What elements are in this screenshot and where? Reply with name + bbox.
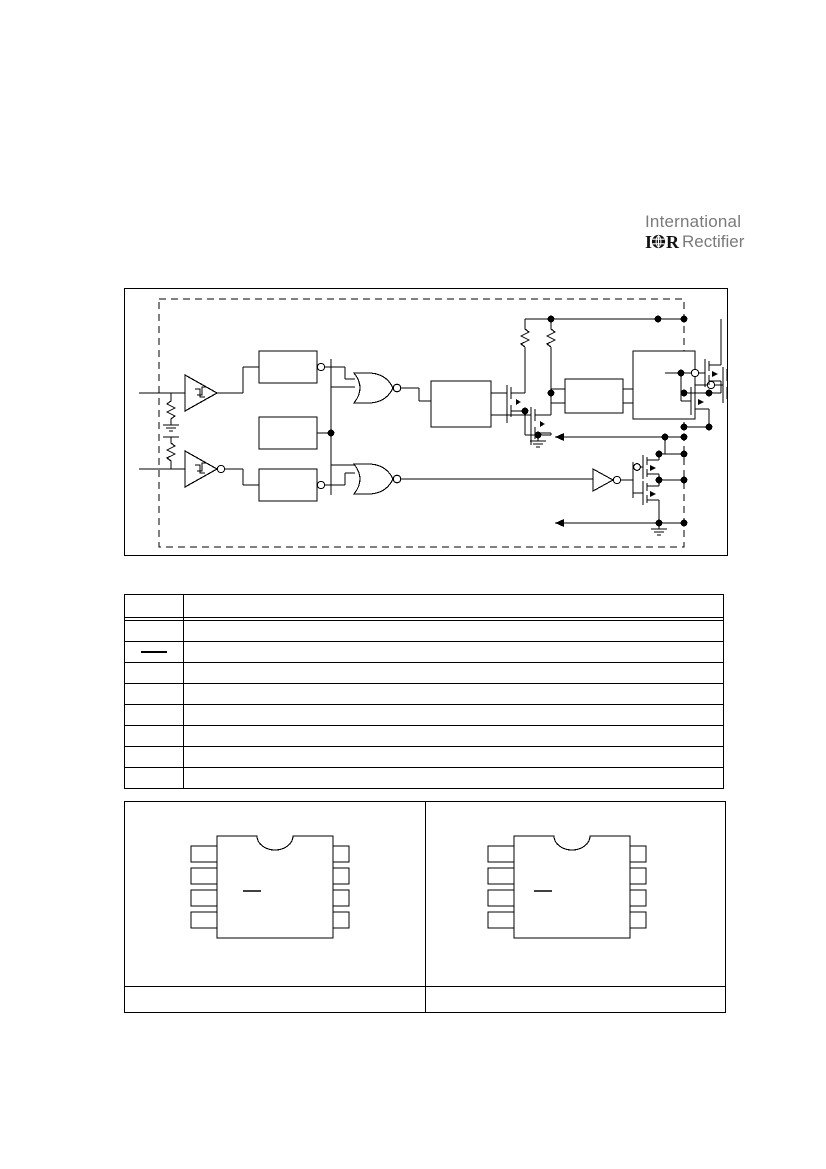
pulse-generator-block: [430, 380, 492, 428]
lead-symbol: [124, 767, 184, 789]
lead-description: [183, 641, 724, 663]
lead-symbol: [124, 704, 184, 726]
brand-logo: International I R Rectifier: [645, 212, 765, 251]
lead-symbol-overlined: [124, 641, 184, 663]
ior-letter-r: R: [666, 231, 679, 252]
lead-symbol: [124, 662, 184, 684]
package-cell-left: [125, 802, 426, 1012]
lead-description: [183, 683, 724, 705]
package-cell-right: [425, 802, 726, 1012]
lead-description: [183, 662, 724, 684]
package-caption-left: [125, 986, 425, 1012]
lead-description: [183, 620, 724, 642]
pulse-filter-block: [564, 378, 624, 414]
functional-block-diagram: [124, 288, 728, 556]
delay-block-hin: [258, 350, 318, 384]
lead-description: [183, 704, 724, 726]
rs-latch-block: [632, 350, 696, 420]
low-side-output-stage: [555, 450, 688, 536]
lead-definitions-table: [124, 594, 724, 789]
nor-gate-low: [352, 463, 394, 495]
schmitt-hin: [184, 373, 219, 413]
overline-mark: [141, 651, 167, 654]
lead-symbol: [124, 683, 184, 705]
table-row: [124, 641, 724, 663]
ior-letter-i: I: [645, 231, 652, 252]
lead-symbol: [124, 620, 184, 642]
package-right: [426, 802, 726, 986]
brand-line2: Rectifier: [682, 232, 745, 251]
lead-symbol: [124, 746, 184, 768]
package-outlines: [124, 801, 726, 1013]
schmitt-lin: [184, 449, 219, 489]
delay-block-lin: [258, 468, 318, 502]
header-description-cell: [183, 594, 724, 618]
lead-symbol: [124, 725, 184, 747]
uv-detect-block: [258, 416, 318, 450]
table-row: [124, 662, 724, 684]
brand-line1: International: [645, 212, 742, 231]
nor-gate-high: [352, 372, 394, 404]
vs-feedback-net: [555, 433, 688, 454]
lead-description: [183, 725, 724, 747]
table-header-row: [124, 594, 724, 618]
table-row: [124, 767, 724, 789]
ic-boundary-dashed: [158, 298, 685, 548]
table-row: [124, 704, 724, 726]
lead-description: [183, 746, 724, 768]
ior-globe-icon: [651, 234, 666, 249]
ior-logo-mark: I R: [645, 231, 679, 252]
table-row: [124, 683, 724, 705]
table-row: [124, 725, 724, 747]
table-row: [124, 620, 724, 642]
high-side-output-stage: [677, 319, 722, 431]
header-symbol-cell: [124, 594, 184, 618]
table-row: [124, 746, 724, 768]
lead-description: [183, 767, 724, 789]
package-left: [125, 802, 425, 986]
package-caption-right: [425, 986, 725, 1012]
